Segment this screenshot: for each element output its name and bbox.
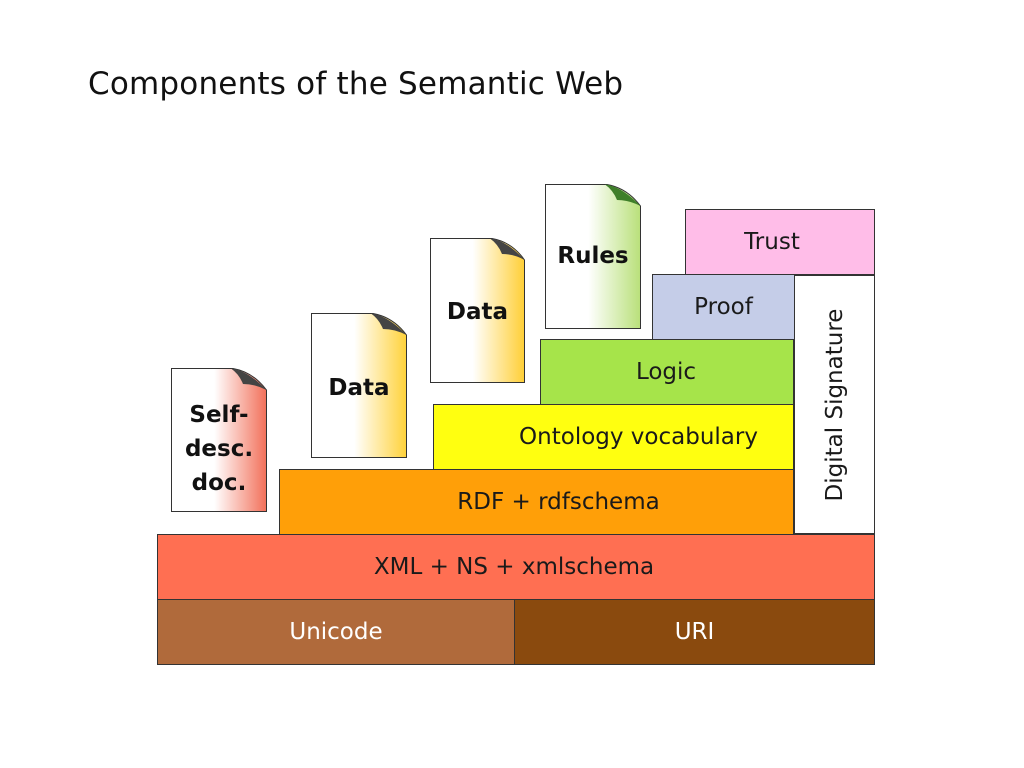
self-desc-doc-icon: Self- desc. doc. <box>171 368 267 512</box>
data-doc-icon-1: Data <box>311 313 407 458</box>
rdf-rdfschema-layer: RDF + rdfschema <box>279 469 794 535</box>
data-doc-label-2: Data <box>446 299 509 325</box>
logic-label: Logic <box>635 359 697 385</box>
uri-label: URI <box>674 619 715 645</box>
rules-doc-label: Rules <box>557 243 629 269</box>
unicode-label: Unicode <box>289 619 383 645</box>
proof-label: Proof <box>694 294 753 320</box>
ontology-vocabulary-label: Ontology vocabulary <box>519 424 758 450</box>
digital-signature-label: Digital Signature <box>821 308 848 501</box>
ontology-vocabulary-layer: Ontology vocabulary <box>433 404 794 470</box>
data-doc-label-1: Data <box>328 375 390 401</box>
xml-ns-xmlschema-label: XML + NS + xmlschema <box>373 554 655 580</box>
trust-label: Trust <box>744 229 800 255</box>
trust-layer: Trust <box>685 209 875 275</box>
logic-layer: Logic <box>540 339 794 405</box>
xml-ns-xmlschema-layer: XML + NS + xmlschema <box>157 534 875 600</box>
self-desc-doc-label-line1: Self- <box>189 402 249 428</box>
proof-layer: Proof <box>652 274 795 340</box>
digital-signature-layer: Digital Signature <box>794 275 875 534</box>
rules-doc-icon: Rules <box>545 184 641 329</box>
self-desc-doc-label-line2: desc. <box>184 436 254 462</box>
page-title: Components of the Semantic Web <box>88 66 624 102</box>
unicode-layer: Unicode <box>157 599 515 665</box>
rdf-rdfschema-label: RDF + rdfschema <box>457 489 660 515</box>
data-doc-icon-2: Data <box>430 238 525 383</box>
self-desc-doc-label-line3: doc. <box>191 470 247 496</box>
uri-layer: URI <box>514 599 875 665</box>
